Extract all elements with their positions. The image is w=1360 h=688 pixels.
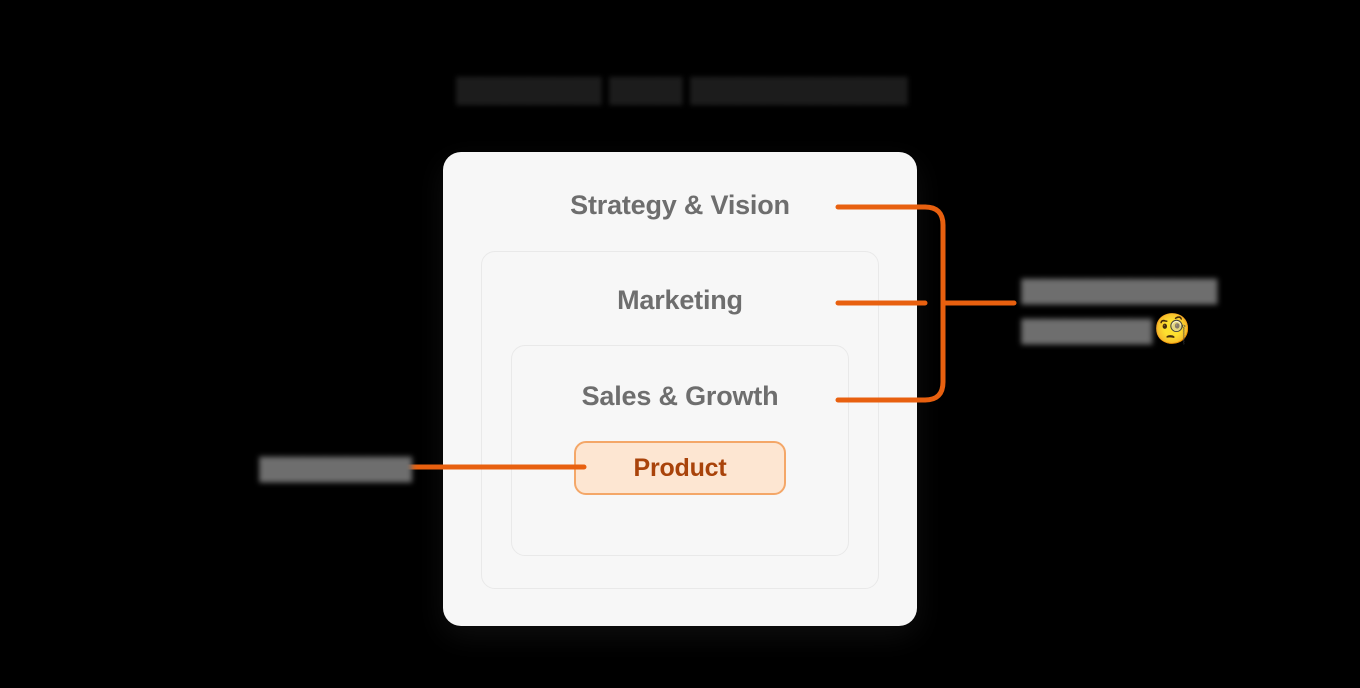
level-label-sales: Sales & Growth (581, 381, 779, 411)
callout-left: ▆▆▆▆▆▆▆ (260, 446, 412, 486)
callout-right-line2-text: ▆▆▆▆▆▆ (1022, 312, 1152, 343)
face-with-monocle-icon: 🧐 (1153, 313, 1192, 346)
product-pill: Product (574, 441, 786, 495)
callout-right-line2: ▆▆▆▆▆▆🧐 (1022, 308, 1222, 350)
callout-right-line1-text: ▆▆▆▆▆▆▆▆▆ (1022, 272, 1217, 303)
level-label-marketing: Marketing (617, 285, 743, 315)
connector-bracket (922, 204, 946, 403)
callout-right-line1: ▆▆▆▆▆▆▆▆▆ (1022, 268, 1222, 308)
level-label-strategy: Strategy & Vision (570, 190, 790, 220)
callout-right: ▆▆▆▆▆▆▆▆▆ ▆▆▆▆▆▆🧐 (1022, 268, 1222, 350)
page-title: ▆▆▆▆▆▆ ▆▆▆ ▆▆▆▆▆▆▆▆▆ (456, 69, 908, 104)
callout-left-text: ▆▆▆▆▆▆▆ (260, 450, 412, 481)
